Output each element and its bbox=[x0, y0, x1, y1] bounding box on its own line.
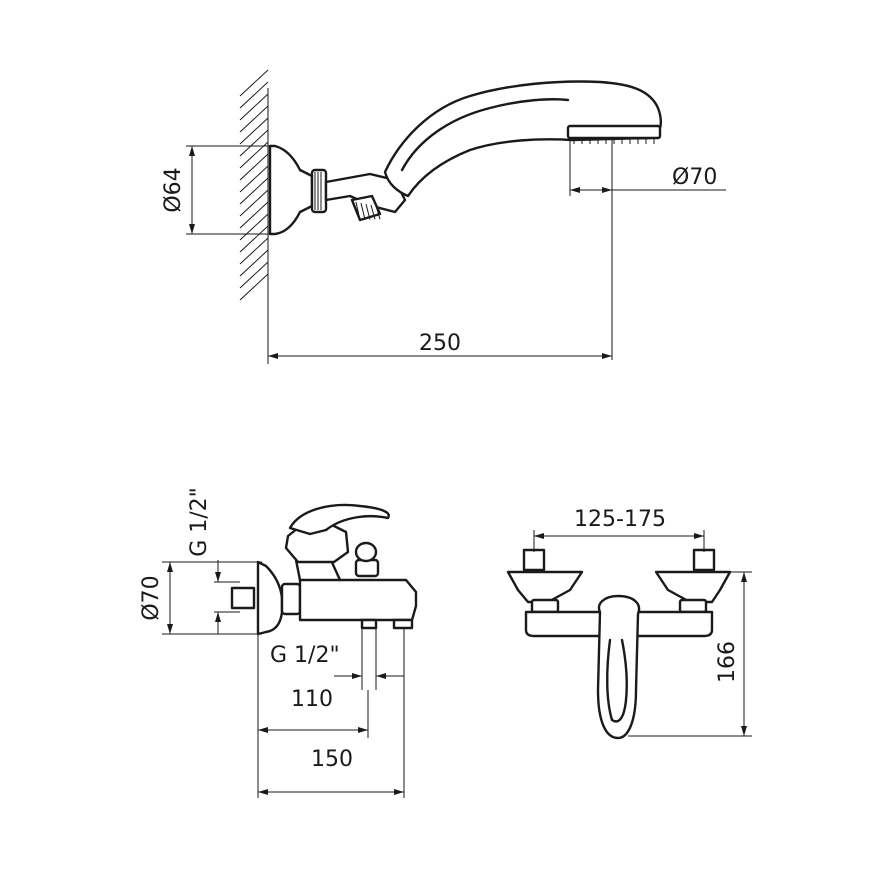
dimension-length-110: 110 bbox=[257, 634, 369, 798]
hatch-stroke bbox=[239, 105, 269, 133]
hatch-stroke bbox=[370, 204, 376, 220]
hatch-stroke bbox=[239, 129, 269, 157]
hatch-stroke bbox=[239, 69, 269, 97]
dimension-label-length-150: 150 bbox=[311, 747, 353, 772]
dimension-label-diameter-mount: Ø64 bbox=[161, 167, 186, 212]
dimension-diameter-rosette: Ø70 bbox=[139, 561, 262, 635]
dimension-spacing: 125-175 bbox=[533, 507, 705, 552]
hatch-stroke bbox=[375, 205, 381, 220]
dimension-diameter-mount: Ø64 bbox=[161, 145, 272, 235]
dimension-length-shower: 250 bbox=[267, 300, 612, 364]
dimension-label-thread-bottom: G 1/2" bbox=[270, 643, 340, 668]
hatch-stroke bbox=[355, 201, 361, 221]
hatch-stroke bbox=[360, 202, 366, 220]
hatch-stroke bbox=[365, 203, 371, 220]
wall-rosette bbox=[256, 560, 284, 636]
wall-bracket bbox=[268, 144, 407, 236]
hatch-stroke bbox=[239, 117, 269, 145]
hatch-stroke bbox=[239, 273, 269, 301]
hatch-stroke bbox=[239, 177, 269, 205]
hatch-stroke bbox=[239, 93, 269, 121]
mixer-body bbox=[298, 578, 418, 622]
dimension-thread-bottom: G 1/2" bbox=[270, 628, 404, 690]
hatch-stroke bbox=[239, 237, 269, 265]
hatch-stroke bbox=[239, 165, 269, 193]
hand-shower-view: Ø64 Ø70 250 bbox=[161, 69, 726, 364]
mixer-front-view: 125-175 166 bbox=[506, 507, 752, 740]
hatch-stroke bbox=[239, 213, 269, 241]
dimension-label-diameter-head: Ø70 bbox=[672, 165, 717, 190]
dimension-label-height: 166 bbox=[715, 641, 740, 683]
connector-right bbox=[692, 548, 716, 572]
hatch-stroke bbox=[239, 261, 269, 289]
hose-connector bbox=[350, 194, 382, 222]
dimension-diameter-head: Ø70 bbox=[569, 140, 726, 360]
dimension-label-diameter-rosette: Ø70 bbox=[139, 575, 164, 620]
hatch-stroke bbox=[239, 81, 269, 109]
wall-hatching bbox=[239, 69, 269, 301]
hand-shower-body bbox=[383, 80, 662, 198]
dimension-label-length-110: 110 bbox=[291, 687, 333, 712]
hatch-stroke bbox=[239, 201, 269, 229]
connector-left bbox=[522, 548, 546, 572]
inlet-nut bbox=[230, 586, 256, 610]
dimension-length-150: 150 bbox=[258, 628, 405, 798]
dimension-label-thread-top: G 1/2" bbox=[187, 487, 212, 557]
dimension-label-length-shower: 250 bbox=[419, 331, 461, 356]
mixer-lever-front bbox=[596, 594, 641, 740]
hatch-stroke bbox=[239, 249, 269, 277]
hatch-stroke bbox=[239, 225, 269, 253]
dimension-thread-top: G 1/2" bbox=[187, 487, 240, 634]
mixer-lever bbox=[288, 503, 390, 536]
dimension-label-spacing: 125-175 bbox=[574, 507, 666, 532]
hatch-stroke bbox=[239, 153, 269, 181]
dimension-height: 166 bbox=[628, 571, 752, 737]
mixer-side-view: G 1/2" Ø70 G 1/2" 110 150 bbox=[139, 487, 418, 798]
hatch-stroke bbox=[239, 189, 269, 217]
